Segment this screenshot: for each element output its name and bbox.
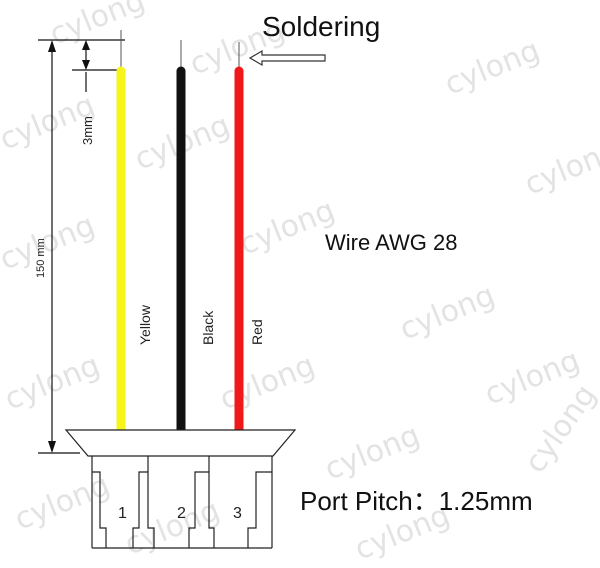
- connector-housing: [64, 429, 297, 549]
- pin-2-label: 2: [177, 505, 186, 522]
- arrowhead-down: [48, 441, 56, 453]
- watermark: cylong: [215, 348, 320, 418]
- watermark: cylong: [0, 208, 100, 278]
- soldering-arrow-icon: [248, 49, 326, 67]
- dimension-arrowheads: [48, 40, 90, 453]
- strip-length-label: 3mm: [80, 116, 95, 145]
- red-wire-label: Red: [249, 319, 265, 345]
- yellow-wire-label: Yellow: [137, 304, 153, 345]
- total-length-label: 150 mm: [35, 238, 47, 278]
- watermark: cylong: [520, 133, 600, 203]
- port-pitch: Port Pitch：1.25mm: [300, 486, 533, 516]
- pin-1-label: 1: [118, 505, 127, 522]
- watermark: cylong: [395, 278, 500, 348]
- title: Soldering: [262, 11, 380, 42]
- wire-spec: Wire AWG 28: [325, 230, 457, 255]
- arrowhead-up: [82, 40, 90, 50]
- watermark: cylong: [45, 0, 150, 52]
- watermark: cylong: [10, 468, 115, 538]
- wires: [116, 30, 244, 457]
- dimension-lines: [38, 39, 125, 454]
- watermark: cylong: [320, 418, 425, 488]
- pin-3-label: 3: [233, 505, 242, 522]
- arrowhead-down: [82, 60, 90, 70]
- watermark: cylong: [440, 33, 545, 103]
- black-wire-label: Black: [200, 310, 216, 345]
- arrowhead-up: [48, 40, 56, 52]
